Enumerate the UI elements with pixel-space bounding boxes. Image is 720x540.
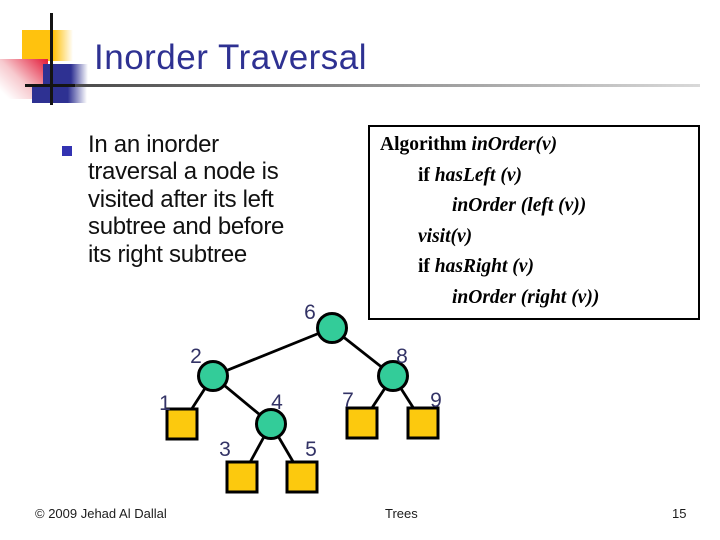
node-label: 5	[305, 438, 317, 461]
footer-page-number: 15	[672, 506, 687, 521]
algorithm-code: visit(v)	[418, 225, 473, 247]
title-underline	[75, 84, 700, 87]
logo-yellow-square	[22, 30, 73, 61]
algorithm-line: visit(v)	[378, 222, 692, 253]
algorithm-line: if hasLeft (v)	[378, 161, 692, 192]
algorithm-code: inOrder(v)	[471, 134, 558, 155]
algorithm-keyword: if	[418, 164, 435, 186]
tree-node-circle	[255, 408, 287, 440]
bullet-line: its right subtree	[88, 240, 247, 268]
bullet-line: subtree and before	[88, 213, 285, 241]
algorithm-line: Algorithm inOrder(v)	[378, 130, 692, 161]
tree-node-square	[406, 406, 440, 440]
slide-title: Inorder Traversal	[94, 38, 368, 77]
bullet-paragraph: In an inorder traversal a node is visite…	[88, 131, 284, 268]
tree-node-square	[165, 407, 199, 441]
tree-node-square	[285, 460, 319, 494]
logo-horizontal-line	[25, 84, 92, 87]
node-label: 3	[219, 438, 231, 461]
bullet-line: visited after its left	[88, 185, 274, 213]
bullet-marker	[62, 146, 72, 156]
tree-leaf-nodes	[165, 406, 440, 494]
algorithm-box: Algorithm inOrder(v) if hasLeft (v) inOr…	[368, 125, 700, 320]
logo-vertical-line	[50, 13, 53, 105]
tree-node-circle	[197, 360, 229, 392]
algorithm-code: hasRight (v)	[434, 256, 534, 277]
node-label: 2	[190, 345, 202, 368]
tree-node-square	[225, 460, 259, 494]
node-label: 4	[271, 391, 283, 414]
algorithm-line: inOrder (left (v))	[378, 191, 692, 222]
footer-copyright: © 2009 Jehad Al Dallal	[35, 506, 167, 521]
algorithm-keyword: if	[418, 256, 435, 277]
algorithm-code: hasLeft (v)	[434, 164, 522, 186]
algorithm-line: if hasRight (v)	[378, 252, 692, 283]
node-label: 7	[342, 389, 354, 412]
algorithm-code: inOrder (left (v))	[452, 195, 587, 216]
bullet-line: traversal a node is	[88, 158, 279, 186]
node-label: 8	[396, 345, 408, 368]
node-label: 9	[430, 389, 442, 412]
tree-internal-nodes	[197, 312, 409, 440]
node-label: 1	[159, 392, 171, 415]
footer-section-title: Trees	[385, 506, 418, 521]
tree-node-circle	[316, 312, 348, 344]
logo-blue-square-lower	[32, 85, 87, 103]
logo-blue-square	[43, 64, 88, 85]
node-label: 6	[304, 301, 316, 324]
tree-node-square	[345, 406, 379, 440]
tree-edges	[180, 326, 425, 478]
bullet-line: In an inorder	[88, 131, 219, 158]
tree-node-circle	[377, 360, 409, 392]
edge-6-2	[212, 326, 333, 378]
algorithm-code: inOrder (right (v))	[452, 286, 600, 308]
algorithm-keyword: Algorithm	[380, 134, 472, 155]
algorithm-line: inOrder (right (v))	[378, 283, 692, 314]
tree-node-labels: 6 2 8 1 4 7 9 3 5	[159, 301, 442, 461]
binary-tree-diagram: 6 2 8 1 4 7 9 3 5	[159, 301, 442, 494]
